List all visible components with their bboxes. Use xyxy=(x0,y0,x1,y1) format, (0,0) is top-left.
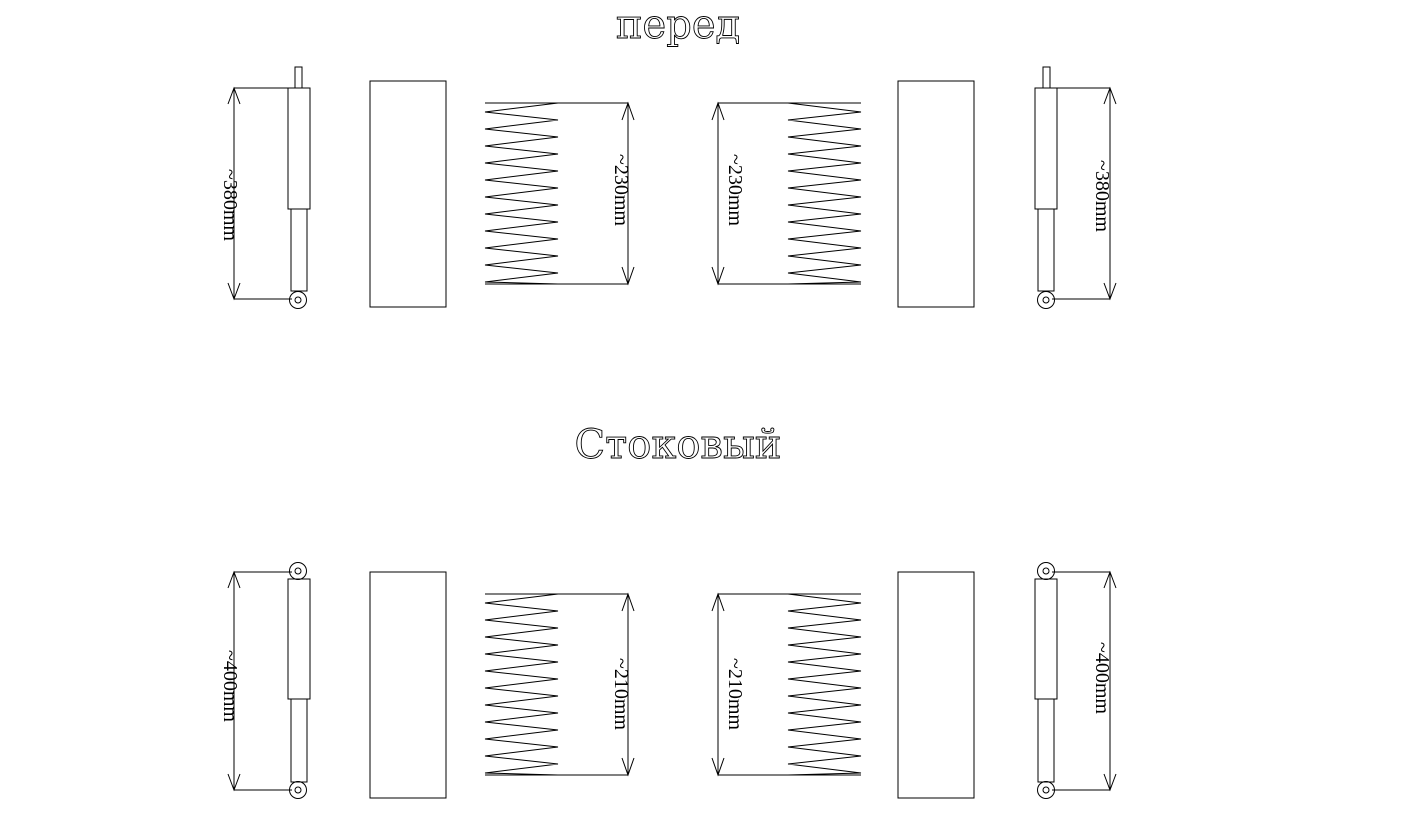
top-section-title: перед xyxy=(616,2,740,48)
top-right-spring-label: ~230mm xyxy=(724,154,746,226)
bottom-right-shock-absorber xyxy=(1034,562,1058,799)
bottom-section-title: Стоковый xyxy=(575,422,782,468)
bottom-right-bump-block xyxy=(897,571,975,799)
top-left-spring xyxy=(484,102,628,285)
bottom-right-spring-dimension xyxy=(711,592,725,777)
bottom-left-spring xyxy=(484,593,628,776)
top-left-shock-absorber xyxy=(287,66,311,309)
bottom-left-shock-label: ~400mm xyxy=(219,650,241,722)
top-right-shock-dimension xyxy=(1052,86,1117,301)
top-left-shock-label: ~380mm xyxy=(219,169,241,241)
bottom-left-spring-label: ~210mm xyxy=(610,658,632,730)
top-left-spring-label: ~230mm xyxy=(610,154,632,226)
top-right-shock-label: ~380mm xyxy=(1091,160,1113,232)
top-left-spring-dimension xyxy=(621,101,635,286)
bottom-right-shock-dimension xyxy=(1052,570,1117,792)
bottom-left-shock-absorber xyxy=(287,562,311,799)
top-right-spring-dimension xyxy=(711,101,725,286)
bottom-left-spring-dimension xyxy=(621,592,635,777)
top-right-spring xyxy=(718,102,862,285)
top-left-shock-dimension xyxy=(227,86,292,301)
bottom-left-shock-dimension xyxy=(227,570,292,792)
top-left-bump-block xyxy=(369,80,447,308)
bottom-left-bump-block xyxy=(369,571,447,799)
bottom-right-spring-label: ~210mm xyxy=(724,658,746,730)
top-right-bump-block xyxy=(897,80,975,308)
top-right-shock-absorber xyxy=(1034,66,1058,309)
bottom-right-spring xyxy=(718,593,862,776)
bottom-right-shock-label: ~400mm xyxy=(1091,642,1113,714)
